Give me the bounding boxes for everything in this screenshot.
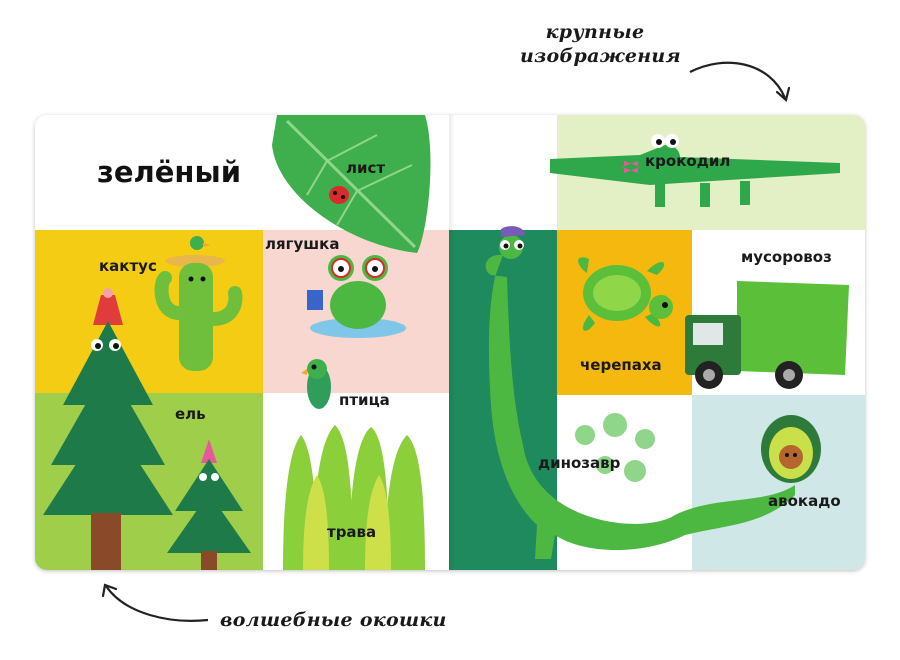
annotation-magic-windows: волшебные окошки	[220, 609, 447, 631]
fir-tree-large-icon	[43, 288, 173, 570]
annotation-line-1: крупные	[545, 21, 645, 43]
label-garbage-truck: мусоровоз	[741, 248, 832, 266]
label-bird: птица	[339, 391, 390, 409]
crocodile-icon	[550, 134, 840, 207]
label-turtle: черепаха	[580, 356, 662, 374]
bird-icon	[301, 359, 331, 409]
fir-tree-small-icon	[167, 439, 251, 570]
label-leaf: лист	[346, 159, 386, 177]
cell-right-top-white	[449, 115, 557, 230]
garbage-truck-icon	[685, 281, 849, 389]
label-avocado: авокадо	[768, 492, 841, 510]
frog-icon	[307, 255, 406, 338]
label-cactus: кактус	[99, 257, 157, 275]
label-crocodile: крокодил	[645, 152, 731, 170]
book-spine	[449, 115, 455, 570]
leaf-icon	[272, 115, 431, 253]
cactus-icon	[154, 236, 243, 371]
label-fir: ель	[175, 405, 206, 423]
label-frog: лягушка	[265, 235, 340, 253]
cell-title	[35, 115, 263, 230]
avocado-icon	[761, 415, 821, 483]
annotation-large-images: крупные изображения	[520, 20, 681, 68]
label-grass: трава	[327, 523, 377, 541]
turtle-icon	[578, 257, 673, 331]
dinosaur-icon	[485, 226, 795, 559]
book-spread: зелёный лист кактус лягушка	[35, 115, 865, 570]
grass-icon	[283, 425, 425, 570]
label-dinosaur: динозавр	[538, 454, 621, 472]
arrow-bottom-icon	[101, 583, 209, 622]
arrow-top-icon	[689, 61, 791, 103]
annotation-line-2: изображения	[520, 45, 681, 67]
page-title: зелёный	[97, 155, 242, 189]
